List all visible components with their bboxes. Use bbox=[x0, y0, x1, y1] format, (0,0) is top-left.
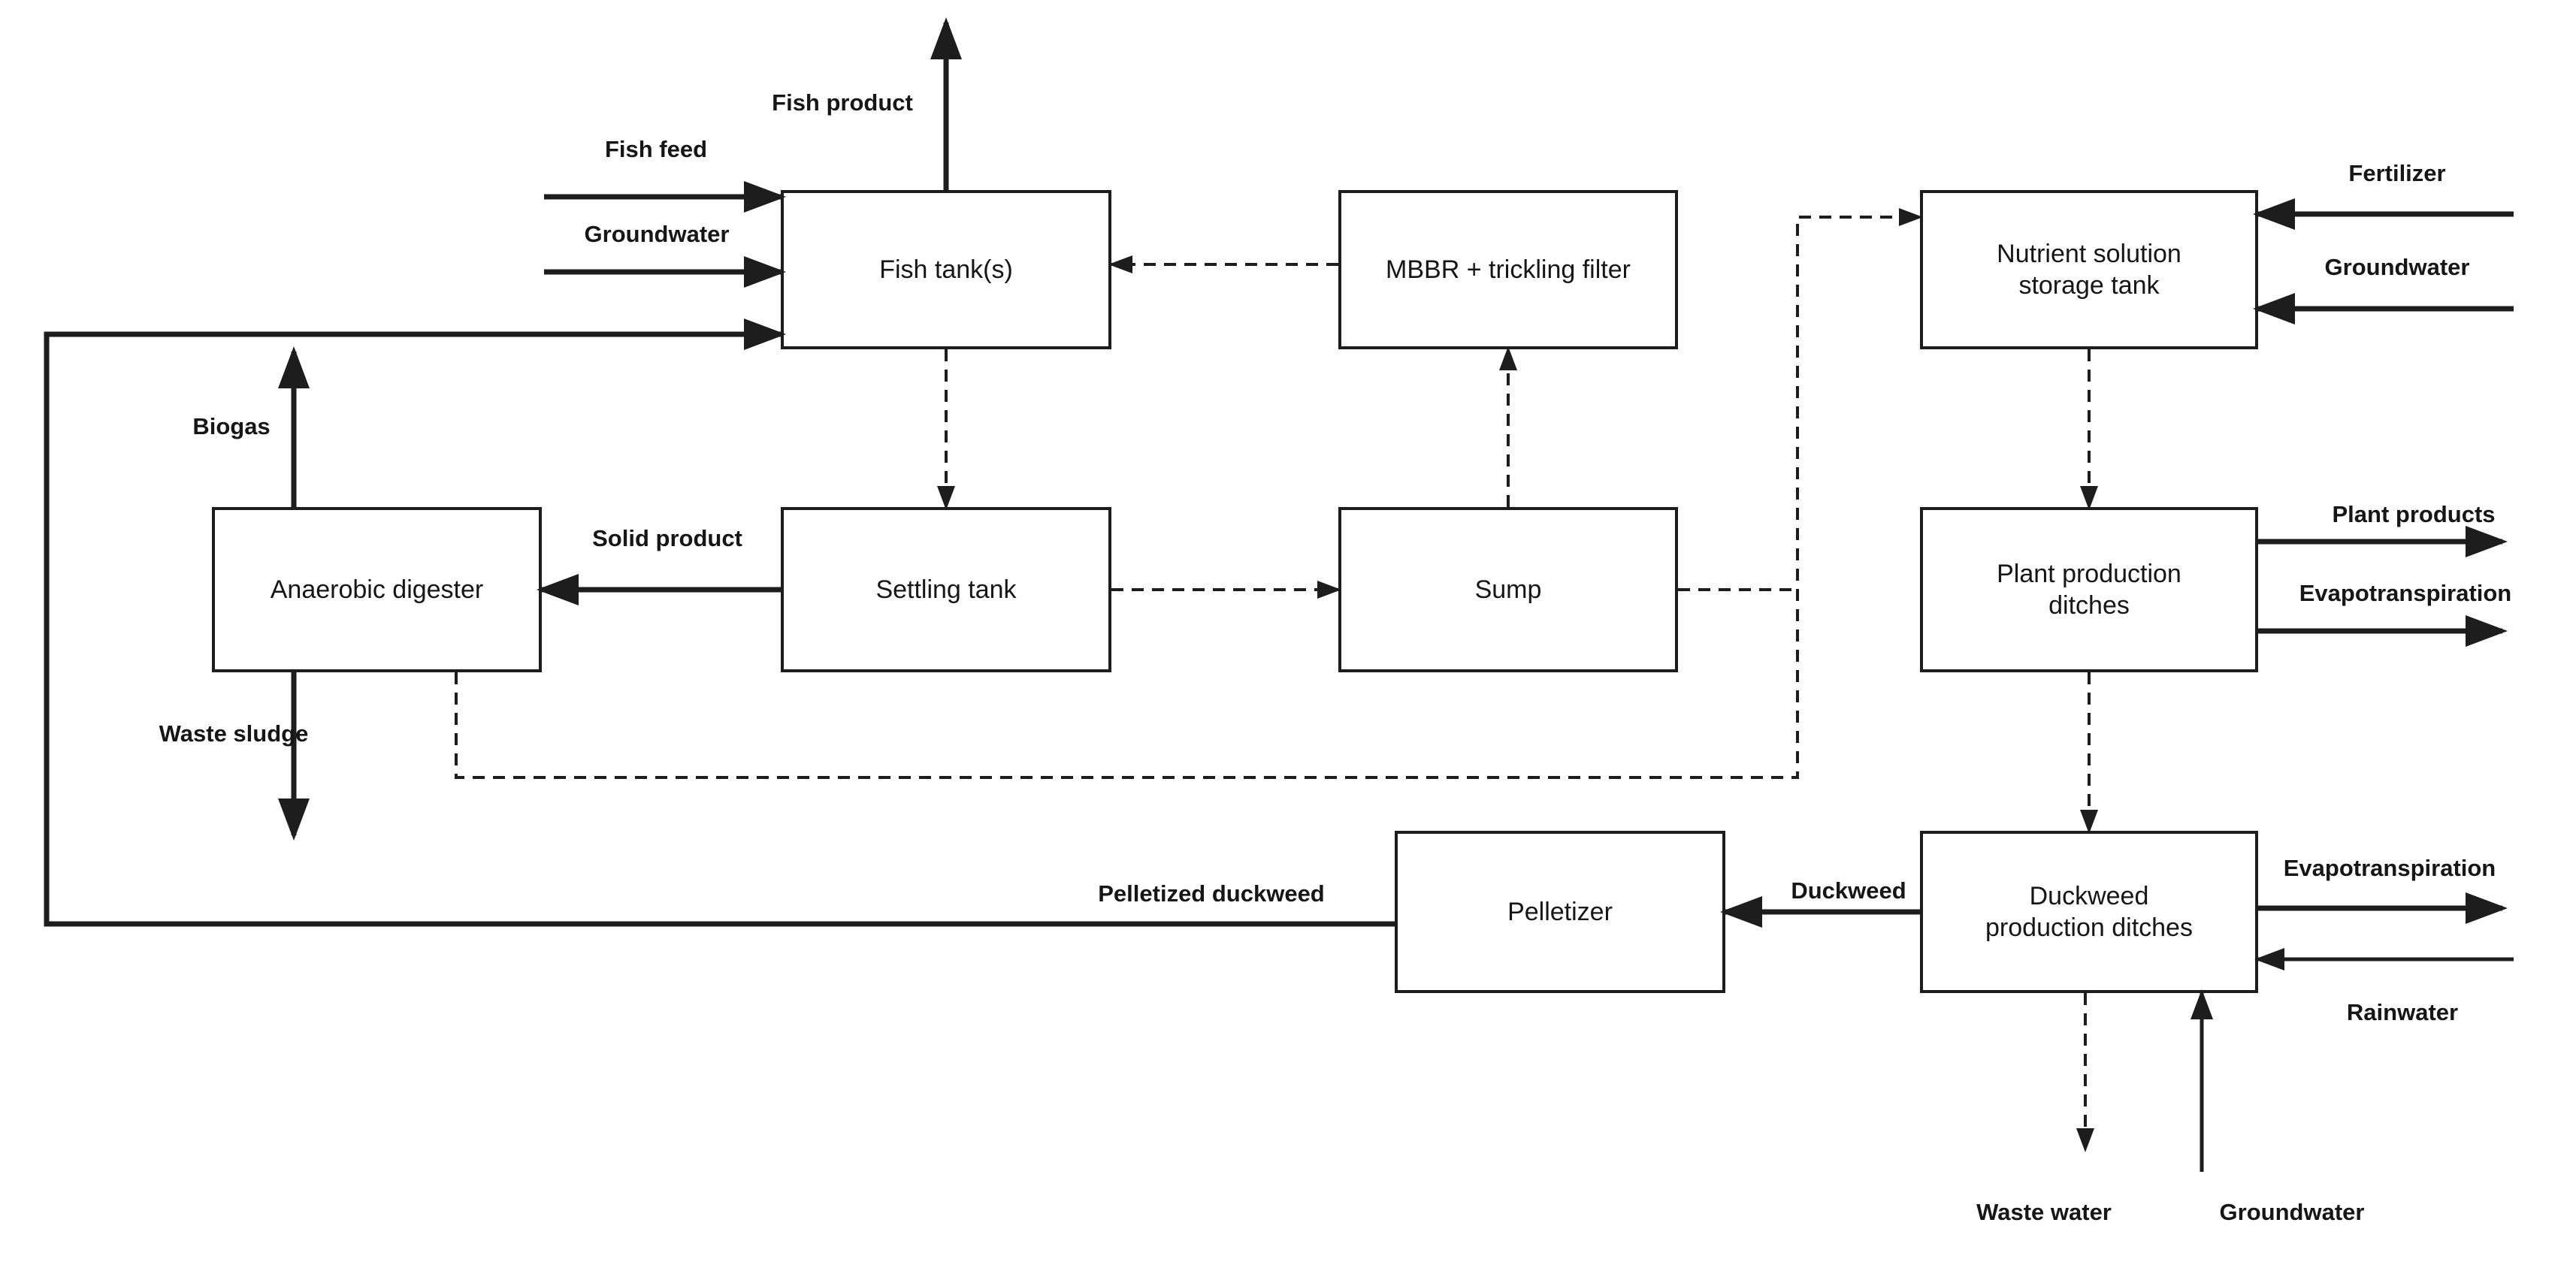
node-mbbr-label: MBBR + trickling filter bbox=[1386, 255, 1631, 284]
node-nutrient-tank-label: Nutrient solution storage tank bbox=[1997, 239, 2181, 300]
node-plant-ditches-label: Plant production ditches bbox=[1997, 559, 2181, 620]
flow-label-pelletized-duckweed: Pelletized duckweed bbox=[1098, 880, 1325, 907]
node-anaerobic-digester: Anaerobic digester bbox=[212, 507, 542, 672]
node-pelletizer: Pelletizer bbox=[1395, 831, 1725, 993]
node-fish-tank-label: Fish tank(s) bbox=[879, 255, 1013, 284]
flow-label-waste-water: Waste water bbox=[1976, 1199, 2112, 1225]
flow-label-biogas: Biogas bbox=[192, 413, 271, 439]
node-mbbr-trickling-filter: MBBR + trickling filter bbox=[1338, 190, 1678, 349]
flow-label-rainwater: Rainwater bbox=[2346, 999, 2459, 1025]
flow-label-fish-feed: Fish feed bbox=[604, 136, 708, 162]
node-duckweed-production-ditches: Duckweed production ditches bbox=[1920, 831, 2258, 993]
flow-label-waste-sludge: Waste sludge bbox=[159, 720, 309, 747]
node-sump-label: Sump bbox=[1474, 575, 1542, 604]
node-duckweed-ditches-label: Duckweed production ditches bbox=[1985, 881, 2193, 943]
arrow-digester-to-nutrient-tank bbox=[455, 208, 1923, 779]
node-sump: Sump bbox=[1338, 507, 1678, 672]
flow-label-groundwater-nutrient: Groundwater bbox=[2324, 254, 2470, 280]
flow-label-evapotranspiration-plant: Evapotranspiration bbox=[2299, 580, 2512, 606]
flow-label-fish-product: Fish product bbox=[772, 89, 913, 116]
flow-label-groundwater-duckweed: Groundwater bbox=[2219, 1199, 2365, 1225]
flow-label-solid-product: Solid product bbox=[592, 525, 742, 551]
flow-label-fertilizer: Fertilizer bbox=[2348, 160, 2446, 186]
flow-label-evapotranspiration-duckweed: Evapotranspiration bbox=[2283, 855, 2496, 881]
node-settling-tank: Settling tank bbox=[781, 507, 1111, 672]
node-nutrient-solution-storage-tank: Nutrient solution storage tank bbox=[1920, 190, 2258, 349]
node-pelletizer-label: Pelletizer bbox=[1507, 897, 1613, 926]
node-anaerobic-digester-label: Anaerobic digester bbox=[270, 575, 484, 604]
flow-label-duckweed: Duckweed bbox=[1791, 877, 1906, 904]
node-plant-production-ditches: Plant production ditches bbox=[1920, 507, 2258, 672]
node-settling-tank-label: Settling tank bbox=[875, 575, 1017, 604]
flow-label-groundwater-fish: Groundwater bbox=[584, 221, 730, 247]
flow-label-plant-products: Plant products bbox=[2332, 501, 2496, 527]
node-fish-tank: Fish tank(s) bbox=[781, 190, 1111, 349]
